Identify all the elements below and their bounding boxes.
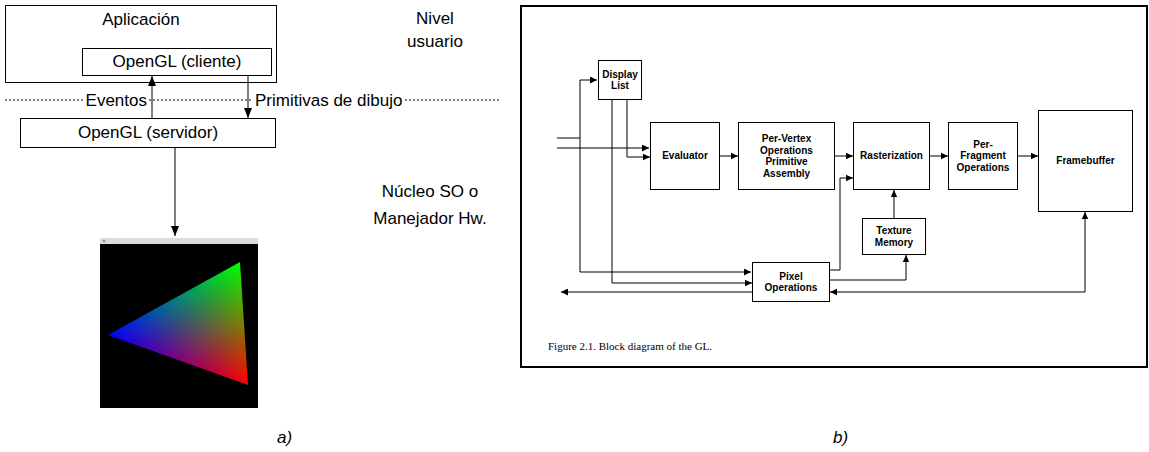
input-lines [557,80,752,292]
arrowhead [903,255,909,262]
connector [830,255,909,280]
connector [930,153,948,159]
process-box: Per-Vertex Operations Primitive Assembly [738,122,835,190]
arrowhead [1082,212,1088,219]
process-box: Pixel Operations [752,262,830,302]
application-box: AplicaciónOpenGL (cliente) [5,5,277,83]
connector-line [830,212,1085,292]
box-label: Per-Vertex Operations Primitive Assembly [741,133,832,179]
box-label: OpenGL (cliente) [85,52,269,72]
memory-box: Texture Memory [862,218,926,255]
window-screenshot [100,238,258,408]
box-label: Framebuffer [1041,155,1130,167]
box-label: Pixel Operations [755,271,827,294]
connector [835,153,853,159]
figure-caption: Figure 2.1. Block diagram of the GL. [548,340,712,352]
connector-line [830,178,853,270]
box-label: Per-Fragment Operations [951,139,1015,174]
connector [627,100,650,160]
subfigure-label: b) [833,428,848,448]
output-arrow [175,148,176,236]
arrowhead [244,108,252,118]
connector [720,153,738,159]
subfigure-label: a) [277,428,292,448]
arrowhead [148,76,156,86]
connector [891,190,897,218]
arrowhead [846,153,853,159]
edge-label: Eventos [84,91,149,111]
client-box: OpenGL (cliente) [82,48,272,76]
process-box: Per-Fragment Operations [948,122,1018,190]
box-label: Evaluator [653,150,717,162]
arrowhead [830,289,837,295]
box-label: Rasterization [856,150,927,162]
arrowhead [745,280,752,286]
box-label: Display List [601,69,639,92]
connector [1018,153,1038,159]
level-label: Núcleo SO o Manejador Hw. [365,178,495,232]
box-label: OpenGL (servidor) [23,123,273,143]
connector-line [612,100,752,283]
process-box: Display List [598,60,642,100]
connector-line [627,100,650,157]
connector [612,100,752,286]
process-box: Evaluator [650,122,720,190]
box-label: Aplicación [6,6,276,30]
connector-line [830,255,906,280]
process-box: Rasterization [853,122,930,190]
framebuffer-box: Framebuffer [1038,110,1133,212]
arrowhead [891,190,897,197]
connector [830,212,1088,295]
box-label: Texture Memory [865,225,923,248]
arrowhead [643,154,650,160]
edge-label: Primitivas de dibujo [253,91,404,111]
arrowhead [731,153,738,159]
arrowhead [941,153,948,159]
level-label: Nivel usuario [395,8,475,54]
arrowhead [1031,153,1038,159]
figure-frame: Figure 2.1. Block diagram of the GL. Disp… [520,5,1148,368]
arrowhead [846,175,853,181]
server-box: OpenGL (servidor) [20,118,276,148]
